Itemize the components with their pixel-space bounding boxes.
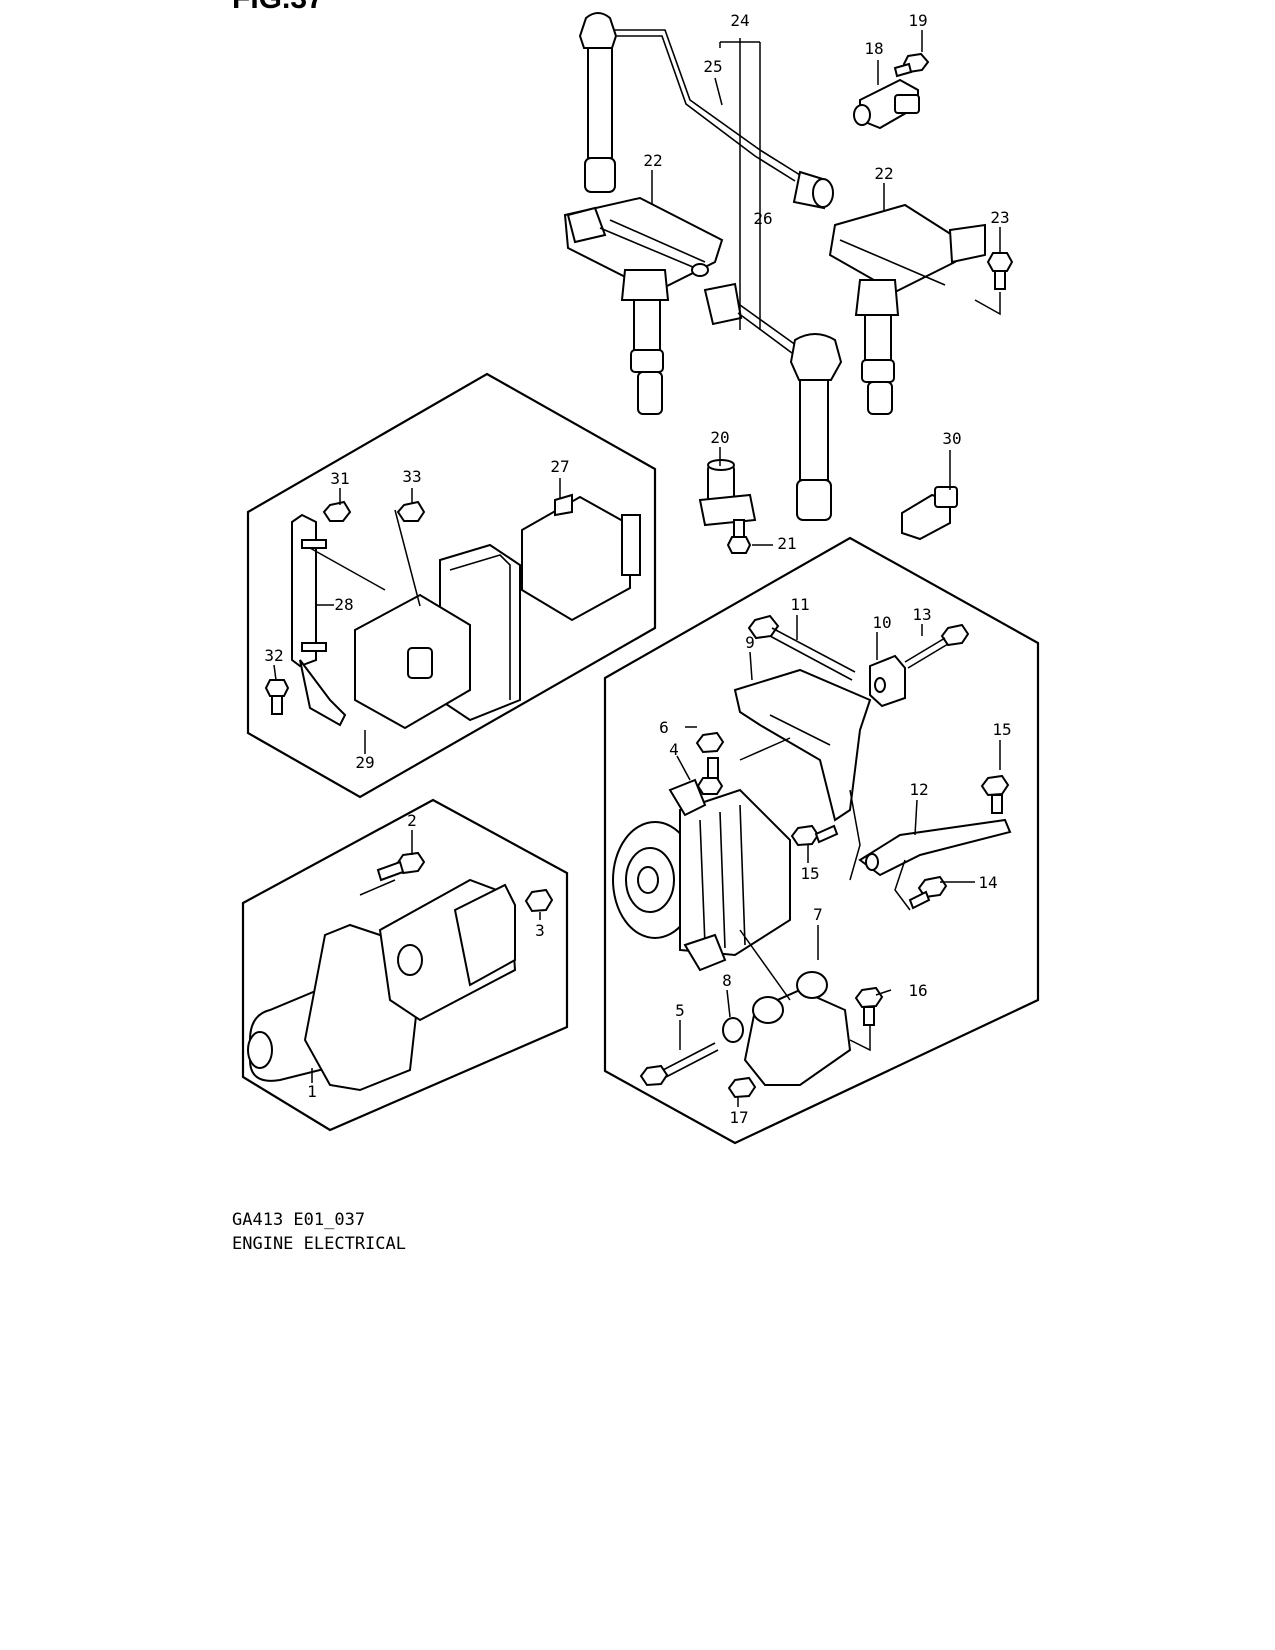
diagram-code: GA413 E01_037 [232,1210,366,1230]
alternator-panel-frame [603,536,1040,1145]
diagram-title: ENGINE ELECTRICAL [232,1234,406,1254]
bracket-9 [733,668,872,822]
spark-plug-cord-26 [703,282,843,521]
callout-6: 6 [659,718,669,737]
nut-3 [524,888,554,913]
bolt-15-upper [980,774,1010,814]
bolt-5 [639,1042,719,1087]
callout-9: 9 [745,633,755,652]
bolt-19 [893,52,930,78]
ignition-coil-left [563,196,724,415]
nut-17 [727,1076,757,1099]
bolt-16 [854,986,884,1026]
bolt-2 [376,851,426,882]
bolt-11 [747,614,856,681]
callout-20: 20 [710,428,729,447]
callout-15-lower: 15 [800,864,819,883]
nut-6 [695,731,725,754]
callout-16: 16 [908,981,927,1000]
callout-2: 2 [407,811,417,830]
callout-26: 26 [753,209,772,228]
callout-25: 25 [703,57,722,76]
spark-plug-cord-25 [578,12,834,210]
camshaft-position-sensor-18 [853,78,920,130]
callout-24: 24 [730,11,749,30]
callout-3: 3 [535,921,545,940]
bolt-21 [726,519,752,554]
sensor-30 [901,486,958,541]
bracket-7 [743,971,852,1086]
stud-4 [696,757,724,795]
callout-21: 21 [777,534,796,553]
starter-motor-1 [247,878,517,1092]
callout-13: 13 [912,605,931,624]
alternator-4 [612,778,791,972]
callout-10: 10 [872,613,891,632]
callout-32: 32 [264,646,283,665]
callout-7: 7 [813,905,823,924]
starter-panel-frame [241,798,569,1132]
callout-22-left: 22 [643,151,662,170]
callout-18: 18 [864,39,883,58]
callout-1: 1 [307,1082,317,1101]
callout-28: 28 [334,595,353,614]
nut-33 [396,500,426,522]
callout-29: 29 [355,753,374,772]
callout-31: 31 [330,469,349,488]
callout-5: 5 [675,1001,685,1020]
callout-14: 14 [978,873,997,892]
bracket-12 [858,818,1012,877]
callout-23: 23 [990,208,1009,227]
spacer-10 [869,654,906,708]
controller-27 [521,493,641,622]
bolt-32 [264,679,290,715]
ecm-bracket-28 [291,513,347,727]
callout-15-upper: 15 [992,720,1011,739]
callout-17: 17 [729,1108,748,1127]
ecm-panel-frame [246,372,657,799]
bushing-8 [722,1017,744,1043]
ignition-coil-right [828,203,986,415]
bolt-13 [904,623,970,669]
callout-19: 19 [908,11,927,30]
callout-22-right: 22 [874,164,893,183]
ecm-29 [354,593,471,730]
bolt-14 [908,875,948,910]
callout-11: 11 [790,595,809,614]
callout-27: 27 [550,457,569,476]
callout-4: 4 [669,740,679,759]
crankshaft-position-sensor-20 [698,459,757,527]
bolt-23 [986,252,1014,290]
figure-number: FIG.37 [232,0,324,15]
nut-31 [322,500,352,522]
callout-12: 12 [909,780,928,799]
bolt-15-lower [790,824,839,847]
callout-30: 30 [942,429,961,448]
callout-33: 33 [402,467,421,486]
callout-8: 8 [722,971,732,990]
callout-leaders [273,30,1001,1107]
